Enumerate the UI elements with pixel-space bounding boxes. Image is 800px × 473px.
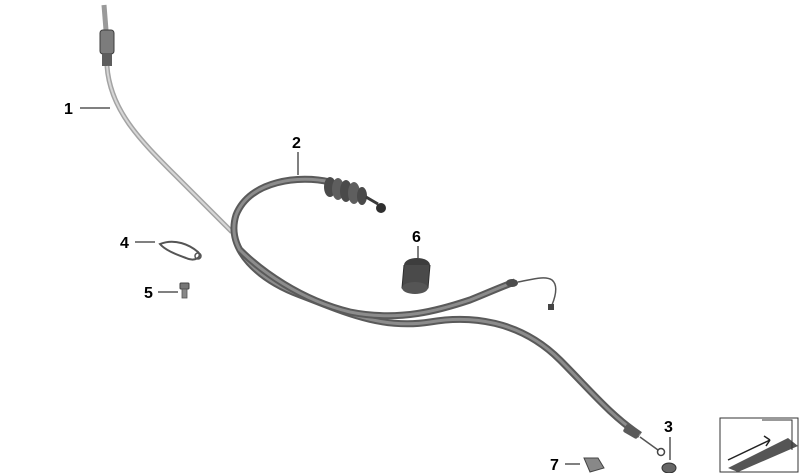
part-5-screw xyxy=(179,282,190,299)
callout-3: 3 xyxy=(664,419,673,436)
callout-7: 7 xyxy=(550,457,559,473)
part-7-clip xyxy=(583,457,605,473)
callout-6: 6 xyxy=(412,229,421,246)
part-6-band xyxy=(401,258,431,294)
lower-cable-end xyxy=(623,424,666,457)
rubber-boot xyxy=(324,177,386,213)
callout-1: 1 xyxy=(64,101,73,118)
callout-2: 2 xyxy=(292,135,301,152)
part-3-nut xyxy=(661,462,677,473)
part-2-cable xyxy=(230,175,666,457)
callout-4: 4 xyxy=(120,235,129,252)
part-4-clip xyxy=(158,240,202,261)
part-1-cable xyxy=(99,4,234,234)
callout-5: 5 xyxy=(144,285,153,302)
orientation-arrow-icon xyxy=(719,417,799,473)
end-fitting xyxy=(506,277,557,310)
